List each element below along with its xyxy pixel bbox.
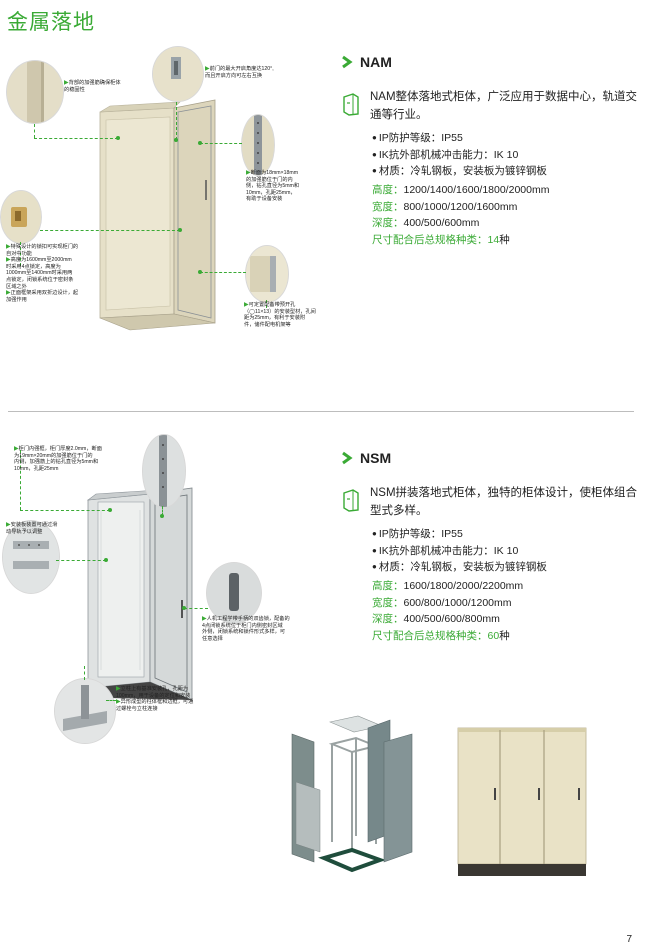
- section-divider: [8, 411, 634, 412]
- list-item: 材质：冷轧钢板，安装板为镀锌钢板: [372, 163, 547, 180]
- nsm-specs: 高度：1600/1800/2000/2200mm 宽度：600/800/1000…: [372, 580, 524, 642]
- list-item: 材质：冷轧钢板，安装板为镀锌钢板: [372, 559, 547, 576]
- nam-lock-inset: [0, 190, 42, 244]
- nsm-post-inset: [54, 678, 116, 744]
- nam-annotation-profile: ▶可定置配备带预开孔 （◯11×13）的安装型材，孔间 距为25mm，有利于安装…: [244, 302, 316, 328]
- nam-door-rib-inset: [241, 114, 275, 176]
- chevron-right-icon: [342, 451, 353, 465]
- list-item: IK抗外部机械冲击能力：IK 10: [372, 543, 547, 560]
- nsm-annotation-handle: ▶人机工程学带手柄的双齿锁，配备的 4点闭锁系统位于柜门内侧密封区域 外侧，闭锁…: [202, 616, 290, 642]
- nam-intro: NAM整体落地式柜体，广泛应用于数据中心，轨道交 通等行业。: [370, 91, 638, 121]
- cabinet-icon: [343, 93, 359, 116]
- page-title: 金属落地: [7, 11, 95, 34]
- nsm-intro: NSM拼装落地式柜体，独特的柜体设计，使柜体组合 型式多样。: [370, 487, 638, 517]
- nam-annotation-lock: ▶特殊设计的锁扣可实现柜门的 自对中功能 ▶高度为1600mm至2000mm 时…: [6, 244, 79, 303]
- nam-profile-inset: [245, 245, 289, 303]
- nam-annotation-door-angle: ▶前门的最大开启角度达120°, 而且开启方向可左右互换: [205, 66, 274, 79]
- nam-heading: NAM: [340, 54, 392, 70]
- nsm-annotation-post: ▶立柱上有基准安装孔，孔距为 100mm，用于设备的定位和安装 ▶异形成型的柱体…: [116, 686, 194, 712]
- nsm-exploded-view: [291, 715, 413, 873]
- nsm-handle-inset: [206, 562, 262, 624]
- page-number: 7: [626, 934, 632, 945]
- nam-annotation-door-rib: ▶断面为18mm×18mm 的加强筋位于门的内 侧，钻孔直径为5mm和 10mm…: [246, 170, 300, 203]
- cabinet-icon: [343, 489, 359, 512]
- nsm-heading: NSM: [340, 450, 391, 466]
- nam-specs: 高度：1200/1400/1600/1800/2000mm 宽度：800/100…: [372, 184, 550, 246]
- nam-hinge-inset: [152, 46, 204, 102]
- nam-back-rib-inset: [6, 60, 64, 124]
- nam-cabinet-drawing: [99, 99, 216, 331]
- nam-annotation-back-rib: ▶背部的加强筋确保柜体 的稳固性: [64, 80, 121, 93]
- list-item: IP防护等级：IP55: [372, 130, 547, 147]
- chevron-right-icon: [342, 55, 353, 69]
- list-item: IK抗外部机械冲击能力：IK 10: [372, 147, 547, 164]
- nsm-annotation-rail: ▶安装板装置可通过滑 动导轨予以调整: [6, 522, 58, 535]
- nam-bullets: IP防护等级：IP55 IK抗外部机械冲击能力：IK 10 材质：冷轧钢板，安装…: [372, 130, 547, 180]
- list-item: IP防护等级：IP55: [372, 526, 547, 543]
- nsm-combined-cabinet: [457, 727, 587, 876]
- nsm-bullets: IP防护等级：IP55 IK抗外部机械冲击能力：IK 10 材质：冷轧钢板，安装…: [372, 526, 547, 576]
- nam-illustration: ▶背部的加强筋确保柜体 的稳固性 ▶前门的最大开启角度达120°, 而且开启方向…: [0, 40, 335, 400]
- nsm-illustration: ▶柜门内强框，柜门厚度2.0mm，断面 为19mm×20mm的加强筋位于门的 内…: [0, 430, 335, 750]
- nsm-rail-inset: [2, 520, 60, 594]
- nsm-annotation-door-frame: ▶柜门内强框，柜门厚度2.0mm，断面 为19mm×20mm的加强筋位于门的 内…: [14, 446, 102, 472]
- nsm-cabinet-drawing: [86, 487, 193, 701]
- nsm-door-frame-inset: [142, 434, 186, 508]
